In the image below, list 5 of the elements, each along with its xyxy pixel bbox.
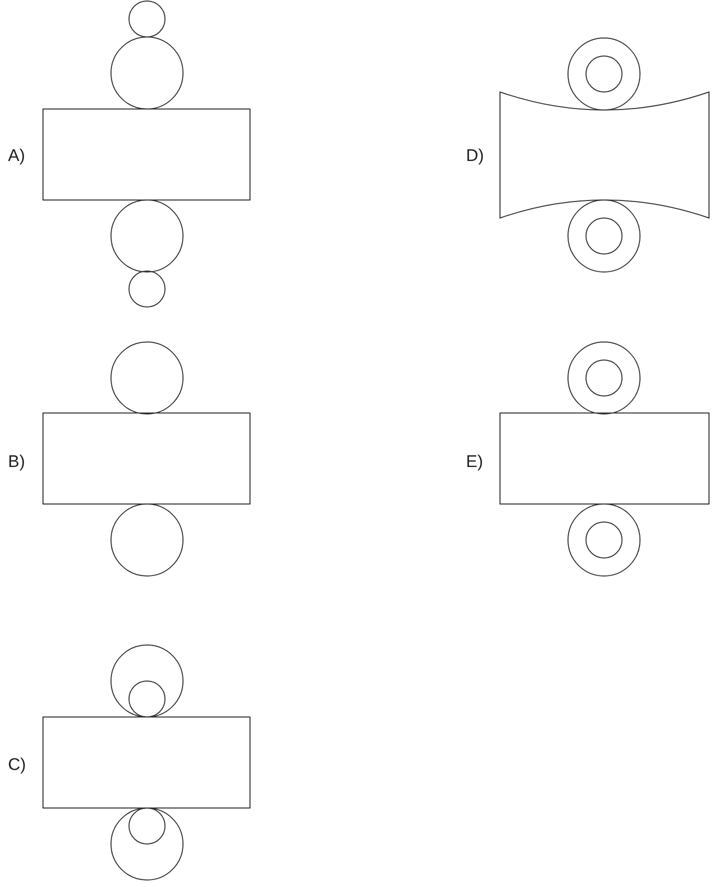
option-label: C) xyxy=(8,755,26,775)
option-label: A) xyxy=(8,146,25,166)
option-label: D) xyxy=(466,146,484,166)
option-label: E) xyxy=(466,452,483,472)
option-label: B) xyxy=(8,452,25,472)
